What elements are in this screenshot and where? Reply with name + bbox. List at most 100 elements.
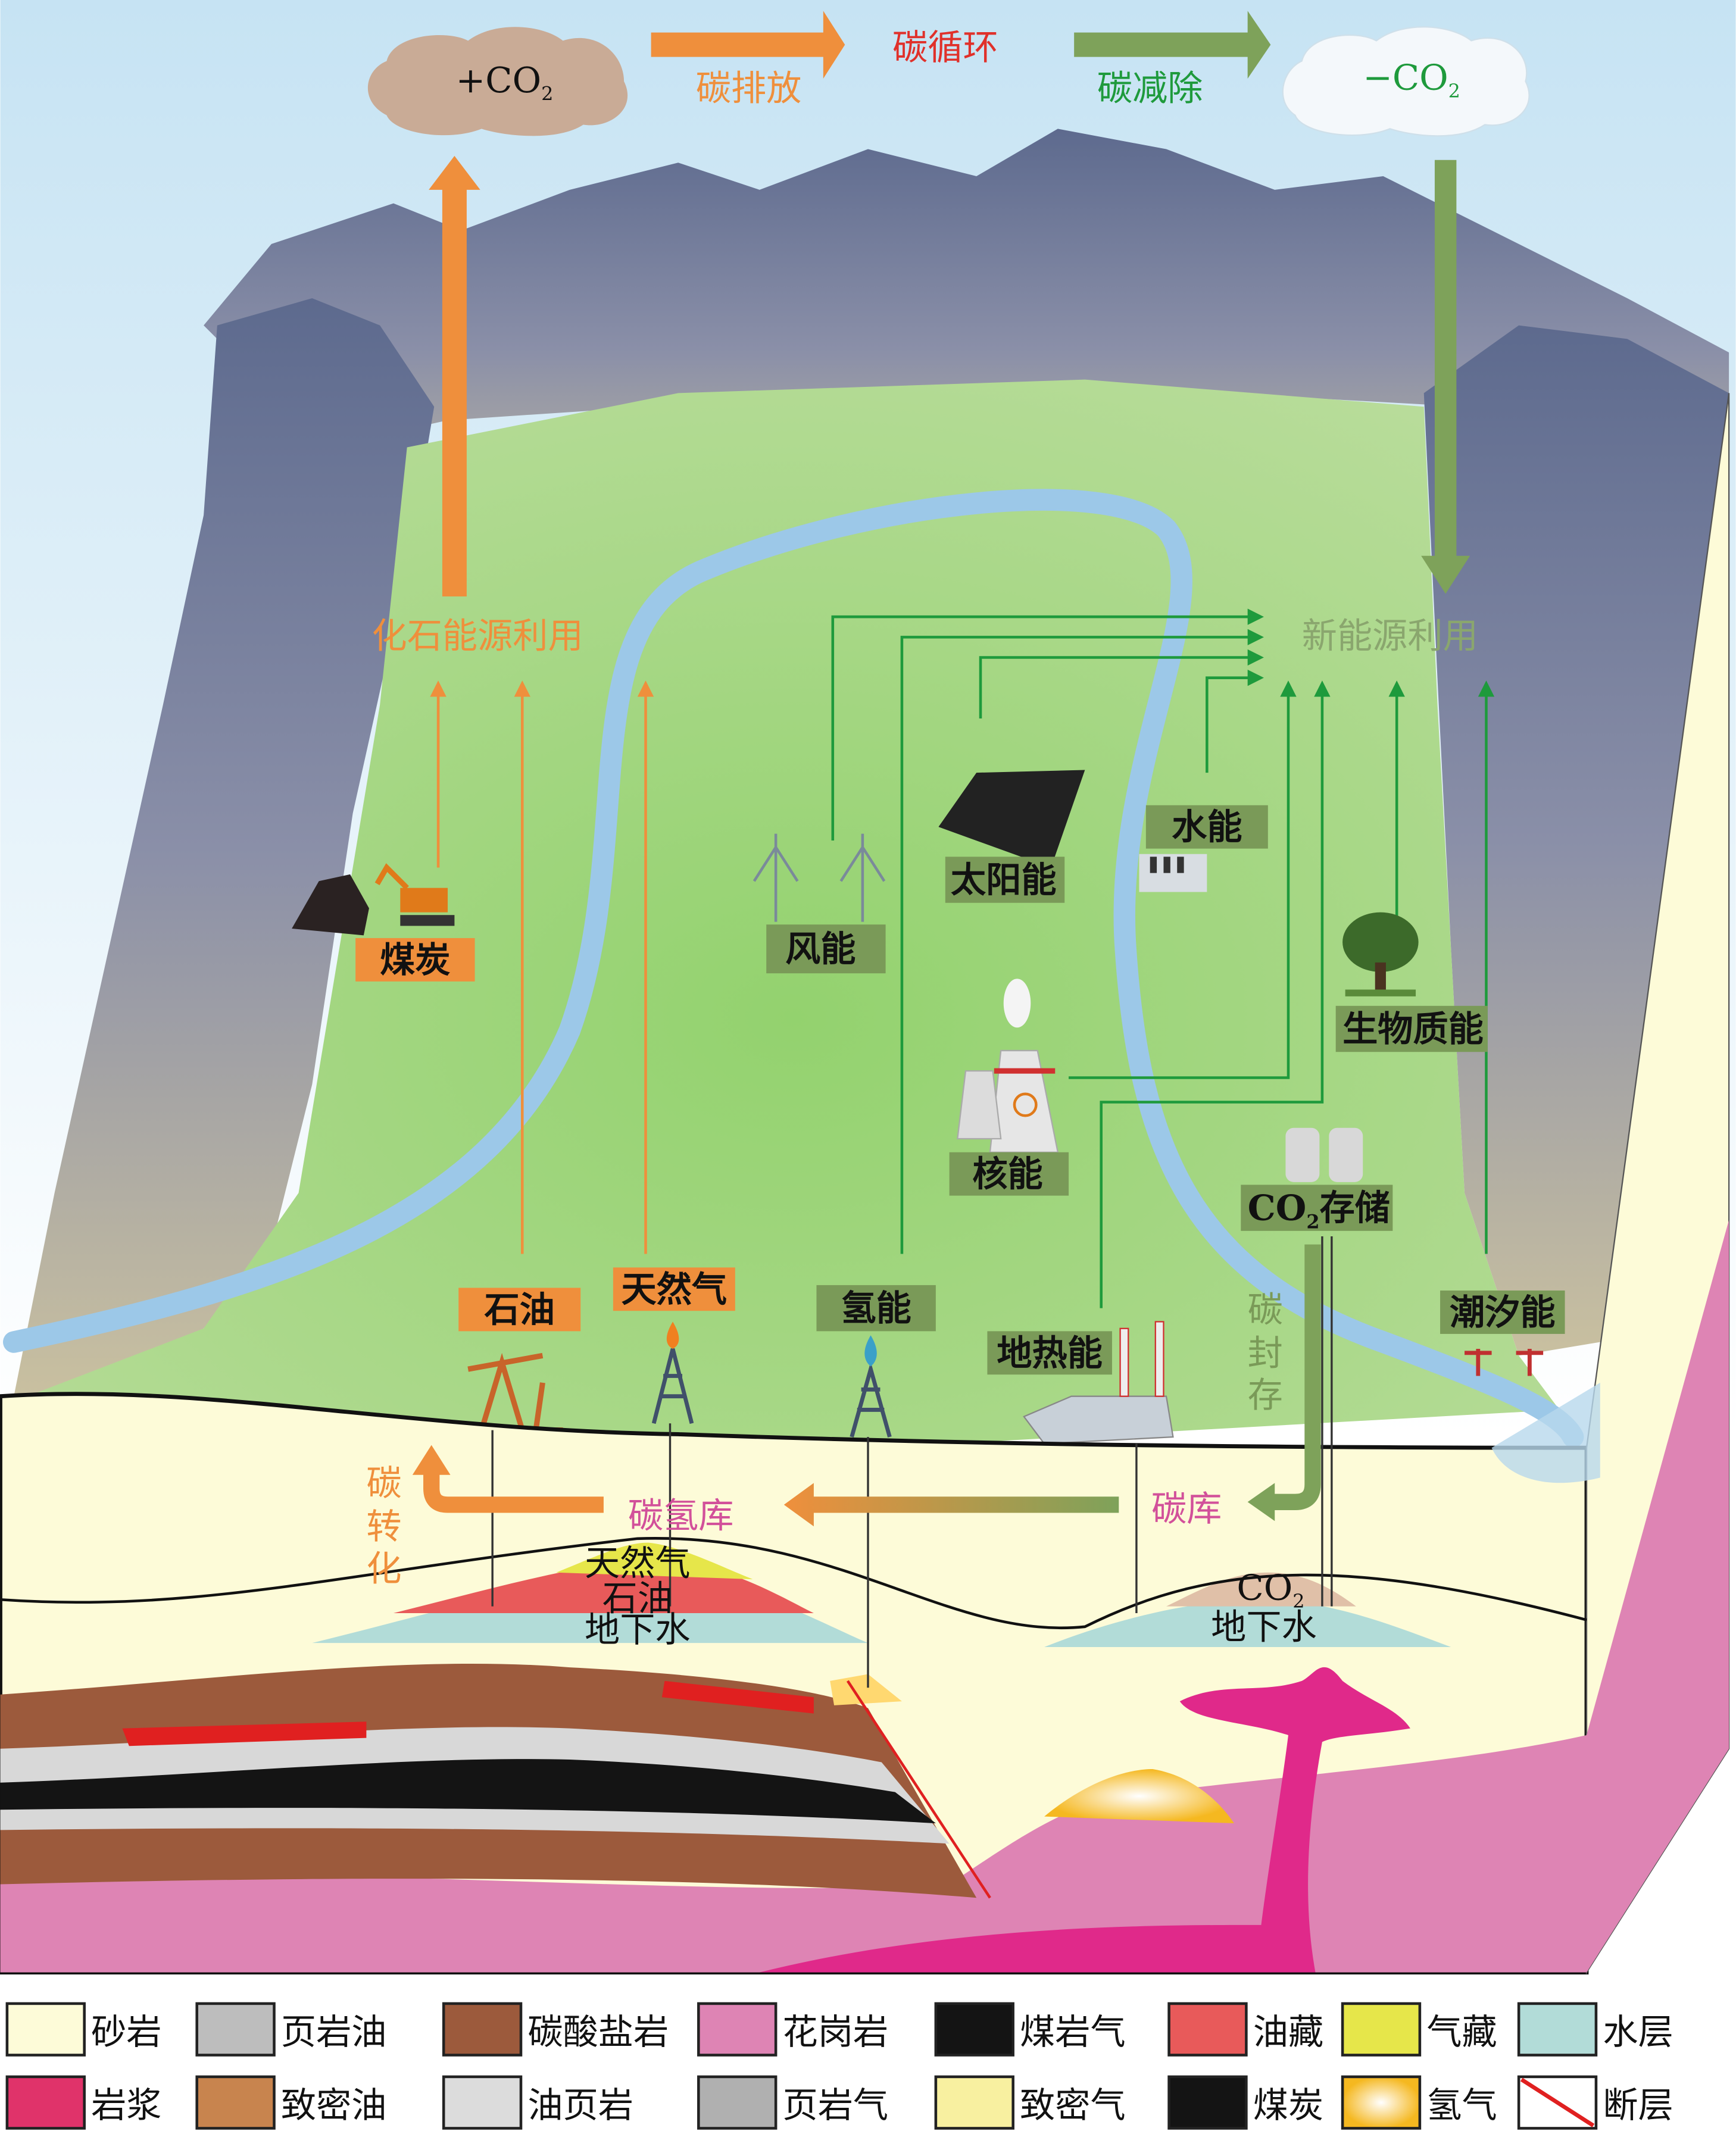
removal-down-arrow [1421,160,1470,594]
renewable-arrowheads [1247,608,1495,697]
legend-label: 花岗岩 [783,2011,889,2052]
subsurface-oil-label: 石油 [602,1577,673,1618]
sequestration-arrow [1267,1244,1321,1510]
legend-label: 煤炭 [1253,2085,1323,2126]
legend-item: 致密气 [934,2075,1126,2130]
hydro-dam-icon [1139,854,1207,892]
sequestration-arrowhead [1247,1483,1275,1521]
wind-label-box: 风能 [766,924,886,974]
svg-text:地热能: 地热能 [997,1332,1103,1373]
legend-swatch [442,2002,523,2057]
sequestration-char-3: 存 [1248,1374,1283,1416]
legend-item: 油藏 [1167,2002,1323,2057]
hydrocarbon-reservoir-label: 碳氢库 [628,1495,734,1536]
groundwater-left-label: 地下水 [585,1609,691,1650]
cloud-removal [1282,26,1530,137]
magma-intrusion [759,1667,1410,1973]
subsurface-gas-label: 天然气 [585,1542,691,1583]
right-side-granite [1586,1220,1729,1973]
subsurface-co2-label: CO2 [1237,1567,1304,1613]
oil-label-box: 石油 [458,1288,581,1332]
removal-arrow [1074,11,1271,79]
reservoir-transfer-arrow [783,1483,1119,1527]
renewable-flow-lines [831,615,1488,1308]
cloud-emission-label: +CO2 [456,60,554,105]
legend-item: 岩浆 [5,2075,161,2130]
well-lines [491,1236,1333,1688]
wind-turbine-icon [753,833,886,922]
fossil-emission-arrow [429,155,480,597]
legend-swatch [1341,2075,1422,2130]
legend-label: 砂岩 [91,2011,161,2052]
svg-text:天然气: 天然气 [622,1268,728,1310]
legend-swatch [442,2075,523,2130]
legend-swatch [195,2002,276,2057]
gas-derrick-icon [651,1348,694,1424]
hydrogen-derrick-icon [850,1361,892,1438]
groundwater-right-label: 地下水 [1211,1606,1317,1647]
legend-item: 花岗岩 [697,2002,889,2057]
conversion-char-3: 化 [366,1548,401,1589]
legend-label: 氢气 [1426,2085,1497,2126]
solar-label-box: 太阳能 [945,857,1065,903]
legend-label: 致密气 [1020,2085,1126,2126]
tidal-label-box: 潮汐能 [1440,1291,1565,1334]
svg-text:风能: 风能 [785,928,855,970]
hydrogen-label-box: 氢能 [816,1285,936,1332]
hydro-label-box: 水能 [1145,805,1268,849]
gas-flame-icon [666,1321,679,1349]
sedimentary-strata [0,1663,991,1899]
legend-item: 页岩油 [195,2002,387,2057]
sequestration-char-2: 封 [1248,1332,1283,1373]
legend-item: 致密油 [195,2075,387,2130]
legend-swatch [697,2075,778,2130]
legend-label: 断层 [1603,2085,1673,2126]
excavator-icon [374,863,455,926]
geothermal-label-box: 地热能 [987,1331,1112,1375]
legend-item: 砂岩 [5,2002,161,2057]
removal-label: 碳减除 [1097,68,1203,109]
hydrogen-flame-icon [864,1335,877,1367]
conversion-char-2: 转 [366,1506,401,1547]
gas-label-box: 天然气 [613,1267,735,1311]
conversion-arrowhead [412,1445,451,1475]
tree-icon [1342,912,1419,996]
legend-item: 煤岩气 [934,2002,1126,2057]
new-energy-use-label: 新能源利用 [1302,615,1478,657]
aquifer-contact-line [0,1537,1587,1630]
legend-label: 页岩油 [281,2011,387,2052]
svg-text:CO2存储: CO2存储 [1248,1187,1390,1233]
legend-swatch [1341,2002,1422,2057]
fossil-flow-lines [436,691,647,1254]
legend-item: 煤炭 [1167,2075,1323,2130]
legend-swatch [934,2002,1014,2057]
legend-swatch [934,2075,1014,2130]
conversion-char-1: 碳 [366,1463,401,1504]
coal-pile-icon [292,874,369,936]
fault-line-icon [1520,2077,1595,2127]
svg-text:水能: 水能 [1172,806,1242,848]
tidal-turbine-icon [1465,1348,1544,1376]
legend-swatch [1167,2075,1248,2130]
emission-label: 碳排放 [696,68,802,109]
conversion-arrow [423,1470,604,1513]
emission-arrow [651,11,845,79]
legend-label: 致密油 [281,2085,387,2126]
svg-text:核能: 核能 [972,1153,1042,1195]
legend-label: 气藏 [1426,2011,1497,2052]
fossil-use-label: 化石能源利用 [372,615,583,657]
co2-storage-label-box: CO2存储 [1241,1185,1393,1233]
legend-item: 页岩气 [697,2075,888,2130]
legend-label: 油藏 [1253,2011,1323,2052]
legend: 砂岩页岩油碳酸盐岩花岗岩煤岩气油藏气藏水层岩浆致密油油页岩页岩气致密气煤炭氢气断… [5,2002,1673,2130]
coal-label-box: 煤炭 [355,938,475,982]
left-mountains [14,298,435,1396]
geothermal-plant-icon [1023,1321,1174,1445]
legend-label: 水层 [1603,2011,1673,2052]
back-mountains [204,129,1729,570]
svg-text:煤炭: 煤炭 [380,939,450,980]
anticline-reservoir [312,1542,1451,1647]
nuclear-plant-icon [957,979,1059,1153]
carbon-reservoir-label: 碳库 [1151,1488,1222,1529]
